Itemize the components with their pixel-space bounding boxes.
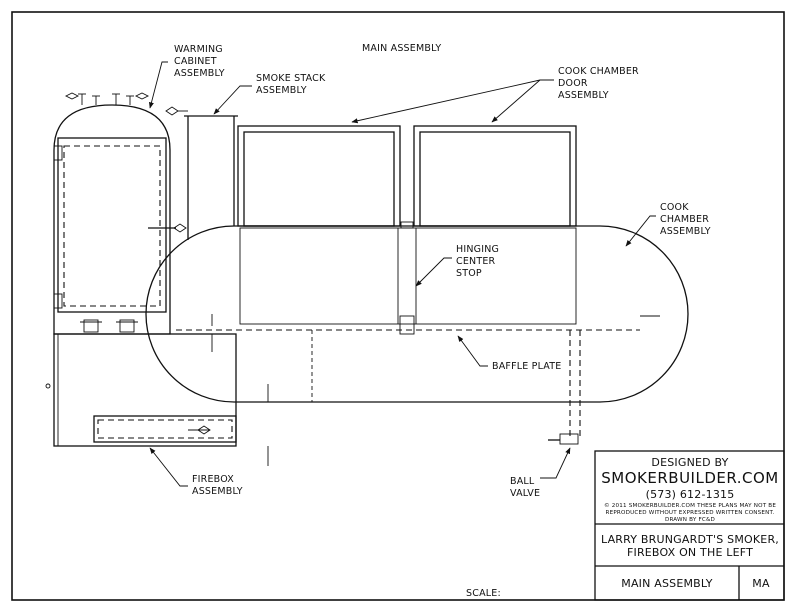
smoke-stack-assembly xyxy=(165,106,238,240)
tb-copyright-1: © 2011 SMOKERBUILDER.COM THESE PLANS MAY… xyxy=(604,502,776,509)
warming-cabinet-assembly xyxy=(53,92,187,335)
svg-text:ASSEMBLY: ASSEMBLY xyxy=(192,486,243,497)
svg-text:ASSEMBLY: ASSEMBLY xyxy=(660,226,711,237)
svg-text:CENTER: CENTER xyxy=(456,256,496,267)
tb-copyright-2: REPRODUCED WITHOUT EXPRESSED WRITTEN CON… xyxy=(606,510,775,516)
label-baffle-plate: BAFFLE PLATE xyxy=(457,335,561,372)
firebox-assembly xyxy=(45,333,269,466)
tb-sheet-name: MAIN ASSEMBLY xyxy=(621,577,713,590)
svg-text:SMOKE STACK: SMOKE STACK xyxy=(256,73,326,84)
svg-text:STOP: STOP xyxy=(456,268,482,279)
svg-text:ASSEMBLY: ASSEMBLY xyxy=(558,90,609,101)
label-warming-cabinet: WARMING CABINET ASSEMBLY xyxy=(148,44,225,109)
svg-text:WARMING: WARMING xyxy=(174,44,223,55)
svg-text:ASSEMBLY: ASSEMBLY xyxy=(174,68,225,79)
scale-label: SCALE: xyxy=(466,588,501,599)
svg-text:ASSEMBLY: ASSEMBLY xyxy=(256,85,307,96)
svg-text:BAFFLE PLATE: BAFFLE PLATE xyxy=(492,361,561,372)
cook-chamber-assembly xyxy=(145,225,689,445)
svg-text:FIREBOX: FIREBOX xyxy=(192,474,234,485)
title-block: DESIGNED BY SMOKERBUILDER.COM (573) 612-… xyxy=(594,450,785,601)
svg-text:COOK CHAMBER: COOK CHAMBER xyxy=(558,66,639,77)
svg-text:CHAMBER: CHAMBER xyxy=(660,214,709,225)
drawing-title: MAIN ASSEMBLY xyxy=(362,43,441,54)
tb-designed-by: DESIGNED BY xyxy=(651,456,728,469)
svg-text:DOOR: DOOR xyxy=(558,78,588,89)
svg-text:COOK: COOK xyxy=(660,202,689,213)
label-firebox: FIREBOX ASSEMBLY xyxy=(149,447,243,497)
svg-text:VALVE: VALVE xyxy=(510,488,540,499)
label-cook-chamber: COOK CHAMBER ASSEMBLY xyxy=(625,202,711,247)
cook-chamber-door-assembly xyxy=(237,125,577,229)
label-ball-valve: BALL VALVE xyxy=(510,447,571,499)
svg-text:BALL: BALL xyxy=(510,476,535,487)
tb-company: SMOKERBUILDER.COM xyxy=(601,469,778,487)
svg-text:CABINET: CABINET xyxy=(174,56,217,67)
label-hinging-center-stop: HINGING CENTER STOP xyxy=(415,244,499,287)
sheet-border xyxy=(11,11,785,601)
label-smoke-stack: SMOKE STACK ASSEMBLY xyxy=(213,73,326,115)
tb-phone: (573) 612-1315 xyxy=(646,488,735,501)
tb-drawn-by: DRAWN BY FC&D xyxy=(665,517,715,523)
tb-project-line-2: FIREBOX ON THE LEFT xyxy=(627,546,753,559)
label-cook-chamber-door: COOK CHAMBER DOOR ASSEMBLY xyxy=(351,66,639,124)
tb-sheet-code: MA xyxy=(752,577,770,590)
tb-project-line-1: LARRY BRUNGARDT'S SMOKER, xyxy=(601,533,779,546)
svg-text:HINGING: HINGING xyxy=(456,244,499,255)
